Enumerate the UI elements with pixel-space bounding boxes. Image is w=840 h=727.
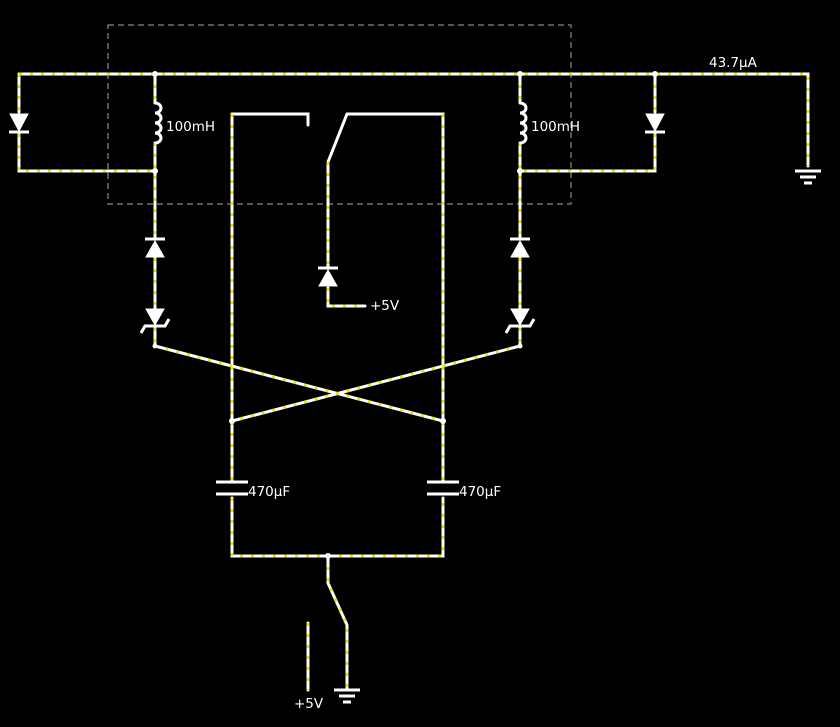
left-loop-wire [17,72,157,173]
ground-bottom[interactable] [334,688,360,704]
inductor-right-label: 100mH [531,119,580,135]
top-switch-arm [326,112,367,308]
cross-wire-a [153,344,445,423]
ground-right[interactable] [795,169,821,185]
capacitor-left-label: 470μF [248,484,290,500]
diode-right-chain[interactable] [510,237,530,258]
supply-bottom-label: +5V [294,696,324,712]
junctions [152,71,658,559]
inductor-right[interactable] [519,101,528,145]
diode-right-loop[interactable] [645,113,665,134]
top-rail-wire [17,72,810,168]
wires[interactable] [17,72,810,692]
supply-mid-label: +5V [370,298,400,314]
current-reading-label: 43.7μA [709,55,758,71]
inductor-left-label: 100mH [166,119,215,135]
inductor-left[interactable] [154,101,163,145]
diode-middle[interactable] [318,266,338,287]
diode-left-chain[interactable] [145,237,165,258]
selection-box [107,24,572,205]
capacitor-right-label: 470μF [459,484,501,500]
capacitor-left[interactable] [216,480,248,496]
capacitor-right[interactable] [427,480,459,496]
cross-wire-b [230,344,522,423]
top-left-stub [230,112,310,127]
current-flow [17,72,810,690]
diode-left-loop[interactable] [9,113,29,134]
zener-right[interactable] [504,308,536,334]
zener-left[interactable] [139,308,171,334]
bottom-switch-wire [306,554,349,692]
